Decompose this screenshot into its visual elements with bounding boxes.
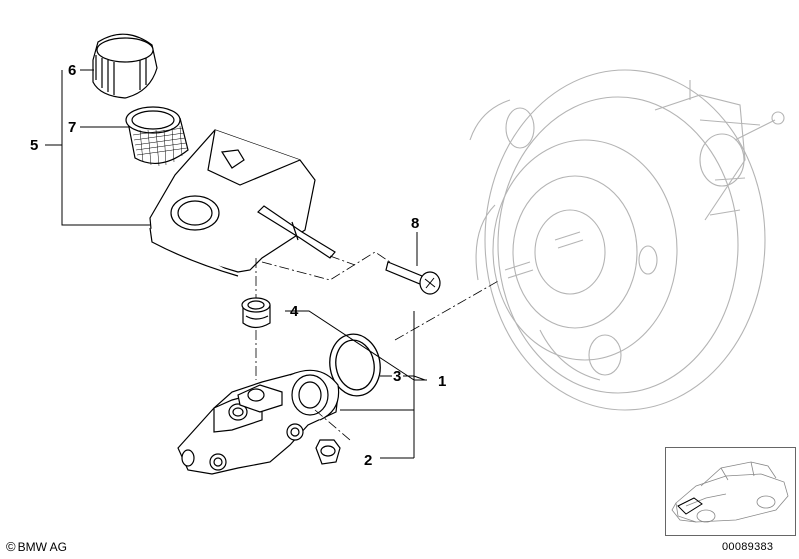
copyright-symbol: © <box>6 539 16 554</box>
o-ring <box>329 333 381 397</box>
car-outline-icon <box>671 461 789 523</box>
callout-2: 2 <box>364 452 372 469</box>
callout-4: 4 <box>290 303 299 320</box>
hex-nut <box>315 439 341 465</box>
callout-3: 3 <box>393 368 401 385</box>
reservoir-strainer <box>125 106 189 167</box>
image-number: 00089383 <box>722 541 774 553</box>
callout-6: 6 <box>68 62 76 79</box>
reservoir-cap <box>92 33 158 99</box>
callout-5: 5 <box>30 137 38 154</box>
brake-booster <box>469 69 785 411</box>
copyright-notice: © BMW AG <box>6 539 67 554</box>
callout-8: 8 <box>411 215 419 232</box>
brake-master-cylinder <box>177 369 340 475</box>
callout-7: 7 <box>68 119 76 136</box>
grommet <box>241 297 271 329</box>
leader-lines <box>45 69 427 459</box>
screw-bolt <box>385 261 441 295</box>
assembly-lines <box>255 251 501 441</box>
callout-1: 1 <box>438 373 446 390</box>
vehicle-locator-thumbnail <box>665 447 796 536</box>
copyright-text: BMW AG <box>17 539 67 554</box>
brake-fluid-reservoir <box>149 129 336 277</box>
